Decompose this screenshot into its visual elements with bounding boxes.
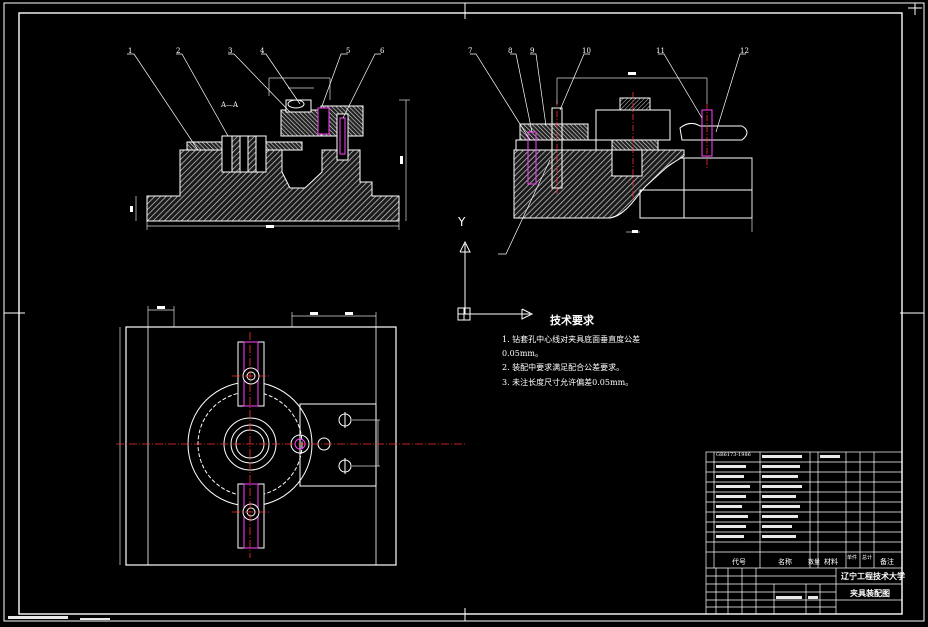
bom-header-weight-total: 总计 — [862, 555, 873, 561]
tech-requirement-line-2: 0.05mm。 — [502, 349, 543, 358]
drawing-frame — [3, 2, 925, 622]
front-section-view: A—A — [127, 53, 410, 230]
balloon-11: 11 — [656, 47, 665, 55]
plan-view — [116, 306, 466, 566]
bom-header-code: 代号 — [732, 558, 746, 566]
balloon-12: 12 — [740, 47, 749, 55]
tech-requirement-line-4: 3. 未注长度尺寸允许偏差0.05mm。 — [502, 378, 634, 387]
balloon-9: 9 — [530, 47, 534, 55]
balloon-8: 8 — [508, 47, 512, 55]
bom-header-remark: 备注 — [880, 558, 894, 566]
bom-header-name: 名称 — [778, 558, 792, 566]
balloon-5: 5 — [346, 47, 350, 55]
bom-header-weight-unit: 单件 — [847, 555, 858, 561]
bom-header-material: 材料 — [824, 558, 838, 566]
balloon-1: 1 — [128, 47, 132, 55]
balloon-3: 3 — [228, 47, 232, 55]
title-block-grid — [705, 451, 903, 615]
title-block-drawing-name: 夹具装配图 — [850, 588, 890, 598]
balloon-7: 7 — [468, 47, 472, 55]
bom-header-qty: 数量 — [808, 559, 821, 566]
side-section-view — [470, 53, 753, 255]
tech-requirement-line-3: 2. 装配中要求满足配合公差要求。 — [502, 363, 625, 372]
corner-legend — [8, 616, 110, 620]
bom-cell-marks — [716, 455, 840, 599]
tech-requirements-title: 技术要求 — [550, 314, 594, 327]
balloon-2: 2 — [176, 47, 180, 55]
section-mark-label: A—A — [220, 101, 239, 109]
balloon-10: 10 — [582, 47, 591, 55]
balloons-left: 1 2 3 4 5 6 — [128, 47, 385, 55]
ucs-axis-icon — [457, 240, 534, 321]
balloons-right: 7 8 9 10 11 12 — [468, 47, 749, 55]
balloon-6: 6 — [380, 47, 385, 55]
bom-first-code: GB6173-1986 — [716, 452, 751, 458]
axis-y-label: Y — [457, 215, 466, 229]
tech-requirement-line-1: 1. 钻套孔中心线对夹具底面垂直度公差 — [502, 335, 641, 344]
balloon-4: 4 — [260, 47, 265, 55]
title-block-school: 辽宁工程技术大学 — [841, 571, 905, 581]
